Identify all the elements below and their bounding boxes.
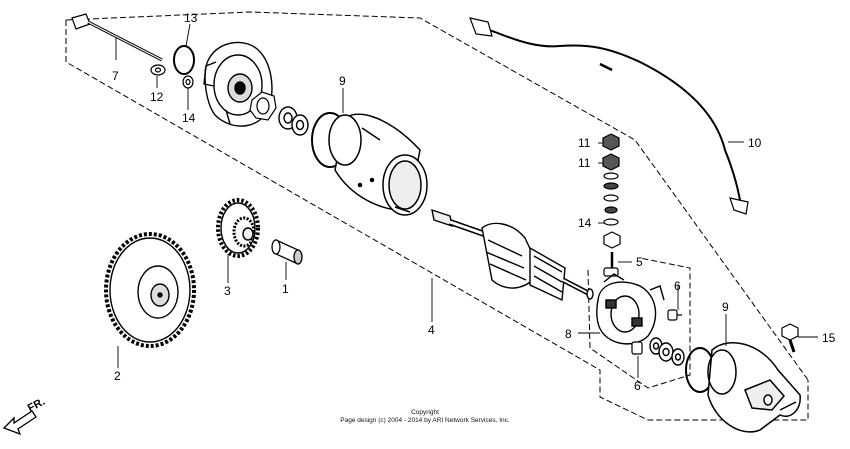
callout-14-upper: 14 bbox=[182, 111, 196, 125]
callout-11-lower: 11 bbox=[578, 156, 591, 170]
bolt-15 bbox=[781, 323, 799, 353]
o-ring-13 bbox=[173, 45, 195, 75]
callout-6-upper: 6 bbox=[674, 279, 681, 293]
leader-lines bbox=[115, 23, 818, 378]
brush-6-upper bbox=[667, 309, 682, 321]
copyright-title: Copyright bbox=[411, 409, 439, 416]
brush-holder-8 bbox=[596, 273, 665, 345]
assembly-frame bbox=[65, 11, 809, 421]
callout-8: 8 bbox=[565, 327, 572, 341]
callout-5: 5 bbox=[636, 255, 643, 269]
callout-10: 10 bbox=[748, 136, 762, 150]
callout-2: 2 bbox=[114, 369, 121, 383]
washer-14-upper bbox=[182, 75, 194, 89]
callout-7: 7 bbox=[112, 69, 119, 83]
long-bolt-7 bbox=[71, 13, 163, 62]
callout-9-front: 9 bbox=[339, 74, 346, 88]
copyright-notice: Copyright Page design (c) 2004 - 2014 by… bbox=[0, 409, 850, 425]
washer-12 bbox=[150, 64, 166, 76]
callout-15: 15 bbox=[822, 331, 836, 345]
rear-shim-washers bbox=[649, 337, 685, 366]
callout-14-lower: 14 bbox=[578, 216, 592, 230]
callout-11-upper: 11 bbox=[578, 136, 591, 150]
callout-1: 1 bbox=[282, 282, 289, 296]
arrow-left-icon bbox=[2, 410, 37, 436]
shim-washers bbox=[278, 106, 309, 136]
shaft-1 bbox=[271, 238, 303, 266]
ring-gear-2 bbox=[104, 232, 196, 348]
cable-10 bbox=[469, 17, 749, 215]
lock-washer bbox=[249, 91, 277, 121]
armature bbox=[431, 208, 594, 302]
callout-6-lower: 6 bbox=[634, 379, 641, 393]
terminal-bolt-5 bbox=[603, 252, 619, 277]
rear-cover bbox=[707, 342, 801, 433]
callout-9-rear: 9 bbox=[722, 300, 729, 314]
terminal-stack bbox=[602, 133, 621, 249]
callout-3: 3 bbox=[224, 284, 231, 298]
callout-13: 13 bbox=[184, 11, 198, 25]
motor-yoke bbox=[328, 113, 428, 216]
brush-6-lower bbox=[631, 341, 643, 355]
copyright-text: Page design (c) 2004 - 2014 by ARI Netwo… bbox=[340, 417, 510, 424]
callout-4: 4 bbox=[428, 323, 435, 337]
idle-gear-3 bbox=[216, 198, 260, 258]
callout-12: 12 bbox=[150, 90, 164, 104]
